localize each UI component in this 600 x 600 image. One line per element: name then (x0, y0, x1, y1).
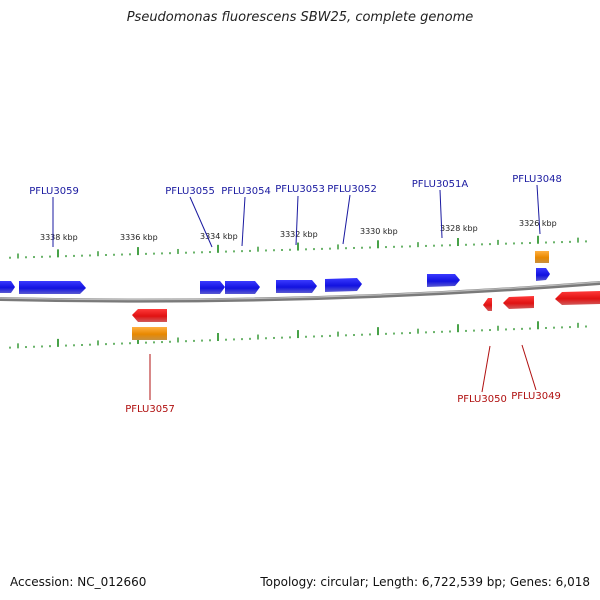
gene-label-pflu3052[interactable]: PFLU3052 (327, 184, 377, 195)
leader-pflu3054 (241, 196, 246, 247)
leader-pflu3055 (189, 196, 213, 248)
map-title: Pseudomonas fluorescens SBW25, complete … (126, 10, 474, 25)
gene-label-pflu3051a[interactable]: PFLU3051A (412, 179, 469, 190)
gene-plus-pflu3059[interactable] (19, 281, 86, 294)
rna-feature-bottom[interactable] (132, 327, 167, 340)
scale-ticks-bottom (9, 321, 587, 349)
gene-label-pflu3057[interactable]: PFLU3057 (125, 404, 175, 415)
gene-plus-pflu3051a[interactable] (427, 274, 460, 287)
gene-plus-pflu3055[interactable] (200, 281, 225, 294)
accession-text: Accession: NC_012660 (10, 575, 147, 589)
gene-plus-edge[interactable] (0, 281, 15, 293)
leader-pflu3051a (439, 189, 443, 239)
scale-label-3330: 3330 kbp (360, 227, 398, 236)
gene-label-pflu3048[interactable]: PFLU3048 (512, 174, 562, 185)
leader-pflu3053 (295, 195, 299, 246)
leader-pflu3050 (481, 345, 491, 393)
scale-label-3326: 3326 kbp (519, 219, 557, 228)
gene-label-leaders (52, 184, 541, 400)
gene-plus-pflu3048[interactable] (536, 268, 550, 281)
gene-label-pflu3059[interactable]: PFLU3059 (29, 186, 79, 197)
leader-pflu3052 (342, 194, 351, 245)
gene-label-pflu3050[interactable]: PFLU3050 (457, 394, 507, 405)
genome-backbone-highlight (0, 281, 600, 301)
gene-minus-pflu3057[interactable] (132, 309, 167, 322)
gene-minus-edge[interactable] (555, 291, 600, 305)
plus-strand-genes (0, 268, 550, 294)
gene-plus-pflu3053[interactable] (276, 280, 317, 293)
scale-label-3332: 3332 kbp (280, 230, 318, 239)
gene-label-pflu3055[interactable]: PFLU3055 (165, 186, 215, 197)
gene-plus-pflu3054[interactable] (225, 281, 260, 294)
gene-minus-pflu3049[interactable] (503, 296, 534, 309)
gene-label-pflu3054[interactable]: PFLU3054 (221, 186, 271, 197)
minus-strand-genes (132, 291, 600, 322)
gene-label-pflu3049[interactable]: PFLU3049 (511, 391, 561, 402)
gene-plus-pflu3052[interactable] (325, 278, 362, 292)
scale-label-3328: 3328 kbp (440, 224, 478, 233)
scale-ticks-top (9, 235, 587, 259)
rna-feature-top[interactable] (535, 251, 549, 263)
leader-pflu3048 (536, 184, 541, 235)
genome-backbone (0, 281, 600, 303)
leader-pflu3049 (521, 344, 537, 391)
scale-label-3334: 3334 kbp (200, 232, 238, 241)
scale-label-3336: 3336 kbp (120, 233, 158, 242)
gene-minus-pflu3050[interactable] (483, 298, 492, 311)
scale-label-3338: 3338 kbp (40, 233, 78, 242)
gene-label-pflu3053[interactable]: PFLU3053 (275, 184, 325, 195)
genome-summary-text: Topology: circular; Length: 6,722,539 bp… (260, 575, 590, 589)
